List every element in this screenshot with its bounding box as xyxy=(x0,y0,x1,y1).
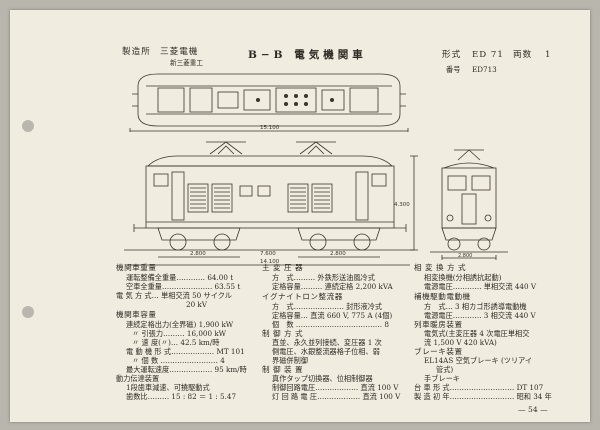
col2-line: 直並、永久並列接続、変圧器 1 次 xyxy=(272,338,382,347)
col2-line: 制 御 装 置 xyxy=(262,365,304,374)
front-view-drawing: 2.800 xyxy=(430,149,508,260)
maker-1: 三菱電機 xyxy=(160,47,199,57)
col3-line: 相 変 換 方 式 xyxy=(414,263,467,272)
col2-line: 側電圧、水銀整流器格子位相、弱 xyxy=(272,347,380,356)
binder-hole xyxy=(22,306,34,318)
col1-line: 機関車重量 xyxy=(116,263,157,272)
col3-line: 列車暖房装置 xyxy=(414,320,463,329)
col3-line: ブレーキ装置 xyxy=(414,347,463,356)
binder-hole xyxy=(22,120,34,132)
col1-line: 運転整備全重量………… 64.00 t xyxy=(126,273,234,282)
col2-line: イグナイトロン整流器 xyxy=(262,292,343,301)
col1-line: 最大運転速度……………… 95 km/時 xyxy=(126,365,247,374)
count-label: 両数 xyxy=(513,50,533,60)
col3-line: 電気式(主変圧器 4 次電圧単相交 xyxy=(424,329,530,338)
col1-line: 1段歯車減速、可撓駆動式 xyxy=(126,383,210,392)
col1-line: 動力伝達装置 xyxy=(116,374,160,383)
col1-line: 20 kV xyxy=(186,300,207,309)
col3-line: 相変換機(分相誘抗起動) xyxy=(424,273,502,282)
page-title: B−B 電気機関車 xyxy=(248,49,367,61)
col3-line: 方 式… 3 相カゴ形誘導電動機 xyxy=(424,302,527,311)
col1-line: 機関車容量 xyxy=(116,310,157,319)
col2-line: 定格容量……… 連続定格 2,200 kVA xyxy=(272,282,393,291)
number-value: ED713 xyxy=(472,65,497,74)
col2-line: 方 式……… 外鉄形送油風冷式 xyxy=(272,273,375,282)
col3-line: 電源電圧………… 3 相交流 440 V xyxy=(424,311,536,320)
type-label: 形式 xyxy=(442,50,462,60)
col2-line: 方 式………………… 封形液冷式 xyxy=(272,302,383,311)
side-elevation-drawing: 2.800 2.800 7.600 14.100 4.300 xyxy=(124,141,418,266)
col3-line: 補機駆動電動機 xyxy=(414,292,471,301)
col1-line: 連続定格出力(全界磁) 1,900 kW xyxy=(126,320,234,329)
col2-line: 灯 回 路 電 圧……………… 直流 100 V xyxy=(272,392,401,401)
col3-line: 手ブレーキ xyxy=(424,374,460,383)
col2-line: 定格容量… 直流 660 V, 775 A (4個) xyxy=(272,311,393,320)
bogie-2-dim: 2.800 xyxy=(330,251,346,257)
number-label: 番号 xyxy=(446,65,461,74)
center-dim: 7.600 xyxy=(260,251,276,257)
col3-line: 電源電圧………… 単相交流 440 V xyxy=(424,282,537,291)
col2-line: 主 変 圧 器 xyxy=(262,263,304,272)
col2-line: 制御回路電圧……………… 直流 100 V xyxy=(272,383,399,392)
col3-line: 流 1,500 V 420 kVA) xyxy=(424,338,497,347)
plan-view-drawing: 15.100 xyxy=(129,73,409,132)
col1-line: 歯数比……… 15 : 82 ＝ 1 : 5.47 xyxy=(126,392,237,401)
col1-line: 〃 速 度(〃)… 42.5 km/時 xyxy=(132,338,220,347)
col3-line: 製 造 初 年……………………… 昭和 34 年 xyxy=(414,392,552,401)
col1-line: 空車全重量………………… 63.55 t xyxy=(126,282,241,291)
col2-line: 個 数 ……………………………… 8 xyxy=(272,320,389,329)
maker-label: 製造所 xyxy=(122,47,151,57)
spec-sheet: 製造所 三菱電機 新三菱重工 B−B 電気機関車 形式 ED 71 両数 1 番… xyxy=(10,10,590,422)
height-dim: 4.300 xyxy=(394,202,410,208)
col2-line: 界磁併制御 xyxy=(272,356,308,365)
col1-line: 〃 引張力……… 16,000 kW xyxy=(132,329,227,338)
total-dim: 14.100 xyxy=(260,259,280,265)
page-number: — 54 — xyxy=(518,405,548,414)
col3-line: EL14AS 空気ブレーキ (ツリアイ xyxy=(424,356,533,365)
col1-line: 電 動 機 形 式……………… MT 101 xyxy=(126,347,245,356)
col1-line: 電 気 方 式… 単相交流 50 サイクル xyxy=(116,291,232,300)
plan-length-dim: 15.100 xyxy=(260,125,280,131)
col3-line: 管式) xyxy=(436,365,454,374)
front-width-dim: 2.800 xyxy=(458,253,472,259)
col1-line: 〃 個 数 …………………… 4 xyxy=(132,356,225,365)
count-value: 1 xyxy=(545,50,552,60)
type-value: ED 71 xyxy=(472,50,504,60)
col2-line: 真作タップ切換器、位相制御器 xyxy=(272,374,373,383)
col3-line: 台 車 形 式……………………… DT 107 xyxy=(414,383,544,392)
bogie-1-dim: 2.800 xyxy=(190,251,206,257)
col2-line: 制 御 方 式 xyxy=(262,329,304,338)
maker-2: 新三菱重工 xyxy=(170,59,203,67)
